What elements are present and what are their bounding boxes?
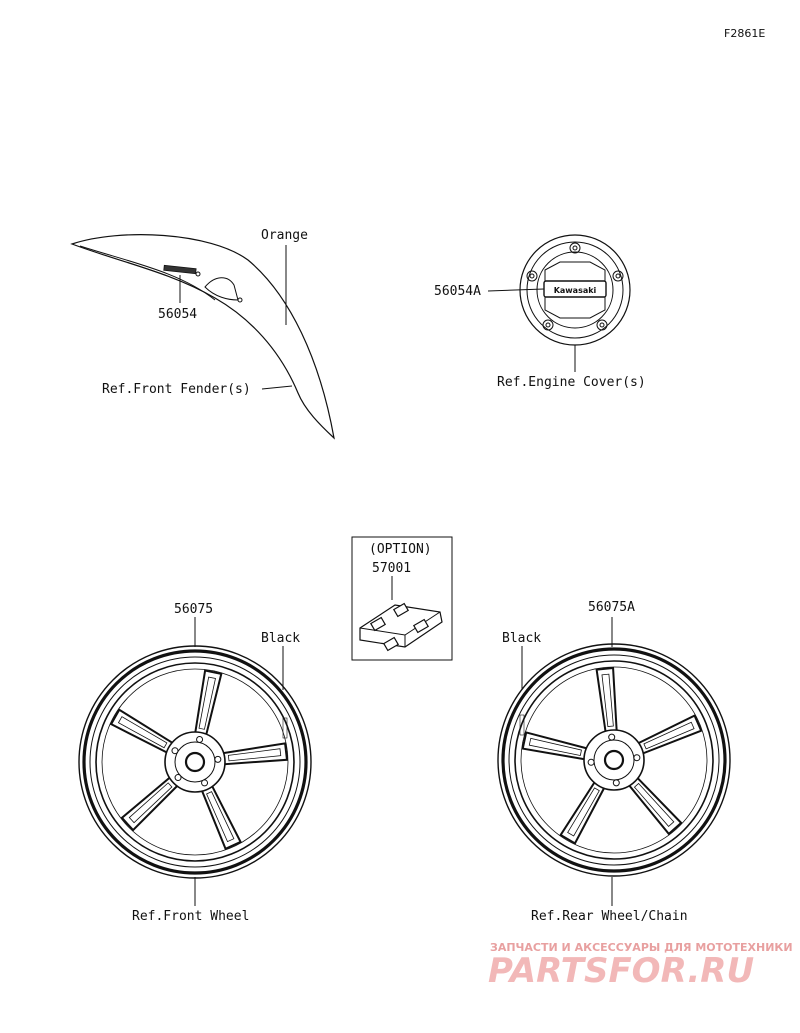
rear-wheel-decal-56075a[interactable] xyxy=(519,714,525,736)
option-part-number: 57001 xyxy=(372,561,411,576)
front-wheel-decal-56075[interactable] xyxy=(282,717,288,739)
rear-wheel-color-label: Black xyxy=(502,631,541,646)
engine-cover-logo: Kawasaki xyxy=(554,286,597,295)
front-wheel-color-label: Black xyxy=(261,631,300,646)
rear-wheel-drawing xyxy=(497,643,731,877)
option-heading: (OPTION) xyxy=(369,542,432,557)
rear-wheel-part-number: 56075A xyxy=(588,600,635,615)
watermark-tagline: ЗАПЧАСТИ И АКСЕССУАРЫ ДЛЯ МОТОТЕХНИКИ xyxy=(490,941,793,954)
option-box xyxy=(351,536,453,661)
fender-decal-56054[interactable] xyxy=(163,264,197,275)
figure-code: F2861E xyxy=(724,27,765,40)
fender-ref-label: Ref.Front Fender(s) xyxy=(102,382,251,397)
front-wheel-part-number: 56075 xyxy=(174,602,213,617)
rear-wheel-ref-label: Ref.Rear Wheel/Chain xyxy=(531,909,688,924)
option-part-57001-drawing[interactable] xyxy=(359,602,443,652)
watermark-brand: PARTSFOR.RU xyxy=(488,951,754,991)
engine-cover-drawing: Kawasaki xyxy=(519,234,631,346)
fender-part-number: 56054 xyxy=(158,307,197,322)
front-fender-drawing xyxy=(70,234,335,440)
front-wheel-drawing xyxy=(78,645,312,879)
engine-cover-ref-label: Ref.Engine Cover(s) xyxy=(497,375,646,390)
fender-color-label: Orange xyxy=(261,228,308,243)
engine-cover-part-number: 56054A xyxy=(434,284,481,299)
front-wheel-ref-label: Ref.Front Wheel xyxy=(132,909,249,924)
